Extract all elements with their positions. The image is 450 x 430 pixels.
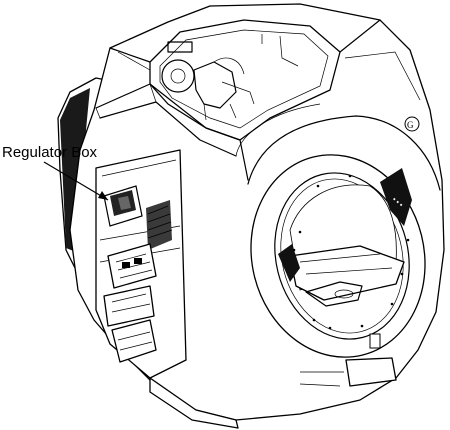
ge-logo-icon: G (404, 116, 420, 132)
scanner-base (149, 377, 239, 429)
electronics-module-1 (107, 243, 157, 289)
bore-control-panel (380, 168, 412, 226)
rear-shadow (60, 88, 90, 252)
callout-label-regulator-box: Regulator Box (2, 144, 98, 161)
electronics-module-3 (111, 319, 157, 363)
bore-inner-ring (274, 172, 410, 340)
callout-leader-line (43, 161, 109, 201)
front-foot (345, 357, 397, 387)
svg-text:G: G (407, 120, 414, 130)
top-access-opening (149, 19, 341, 141)
bore-left-panel (278, 244, 300, 282)
table-cradle (305, 281, 363, 307)
regulator-box-component (103, 185, 143, 227)
bore-fasteners (292, 174, 410, 330)
electronics-module-2 (103, 285, 155, 327)
top-bracket (167, 41, 193, 53)
callout-arrowhead (98, 191, 108, 200)
top-valve-assembly (193, 61, 237, 109)
